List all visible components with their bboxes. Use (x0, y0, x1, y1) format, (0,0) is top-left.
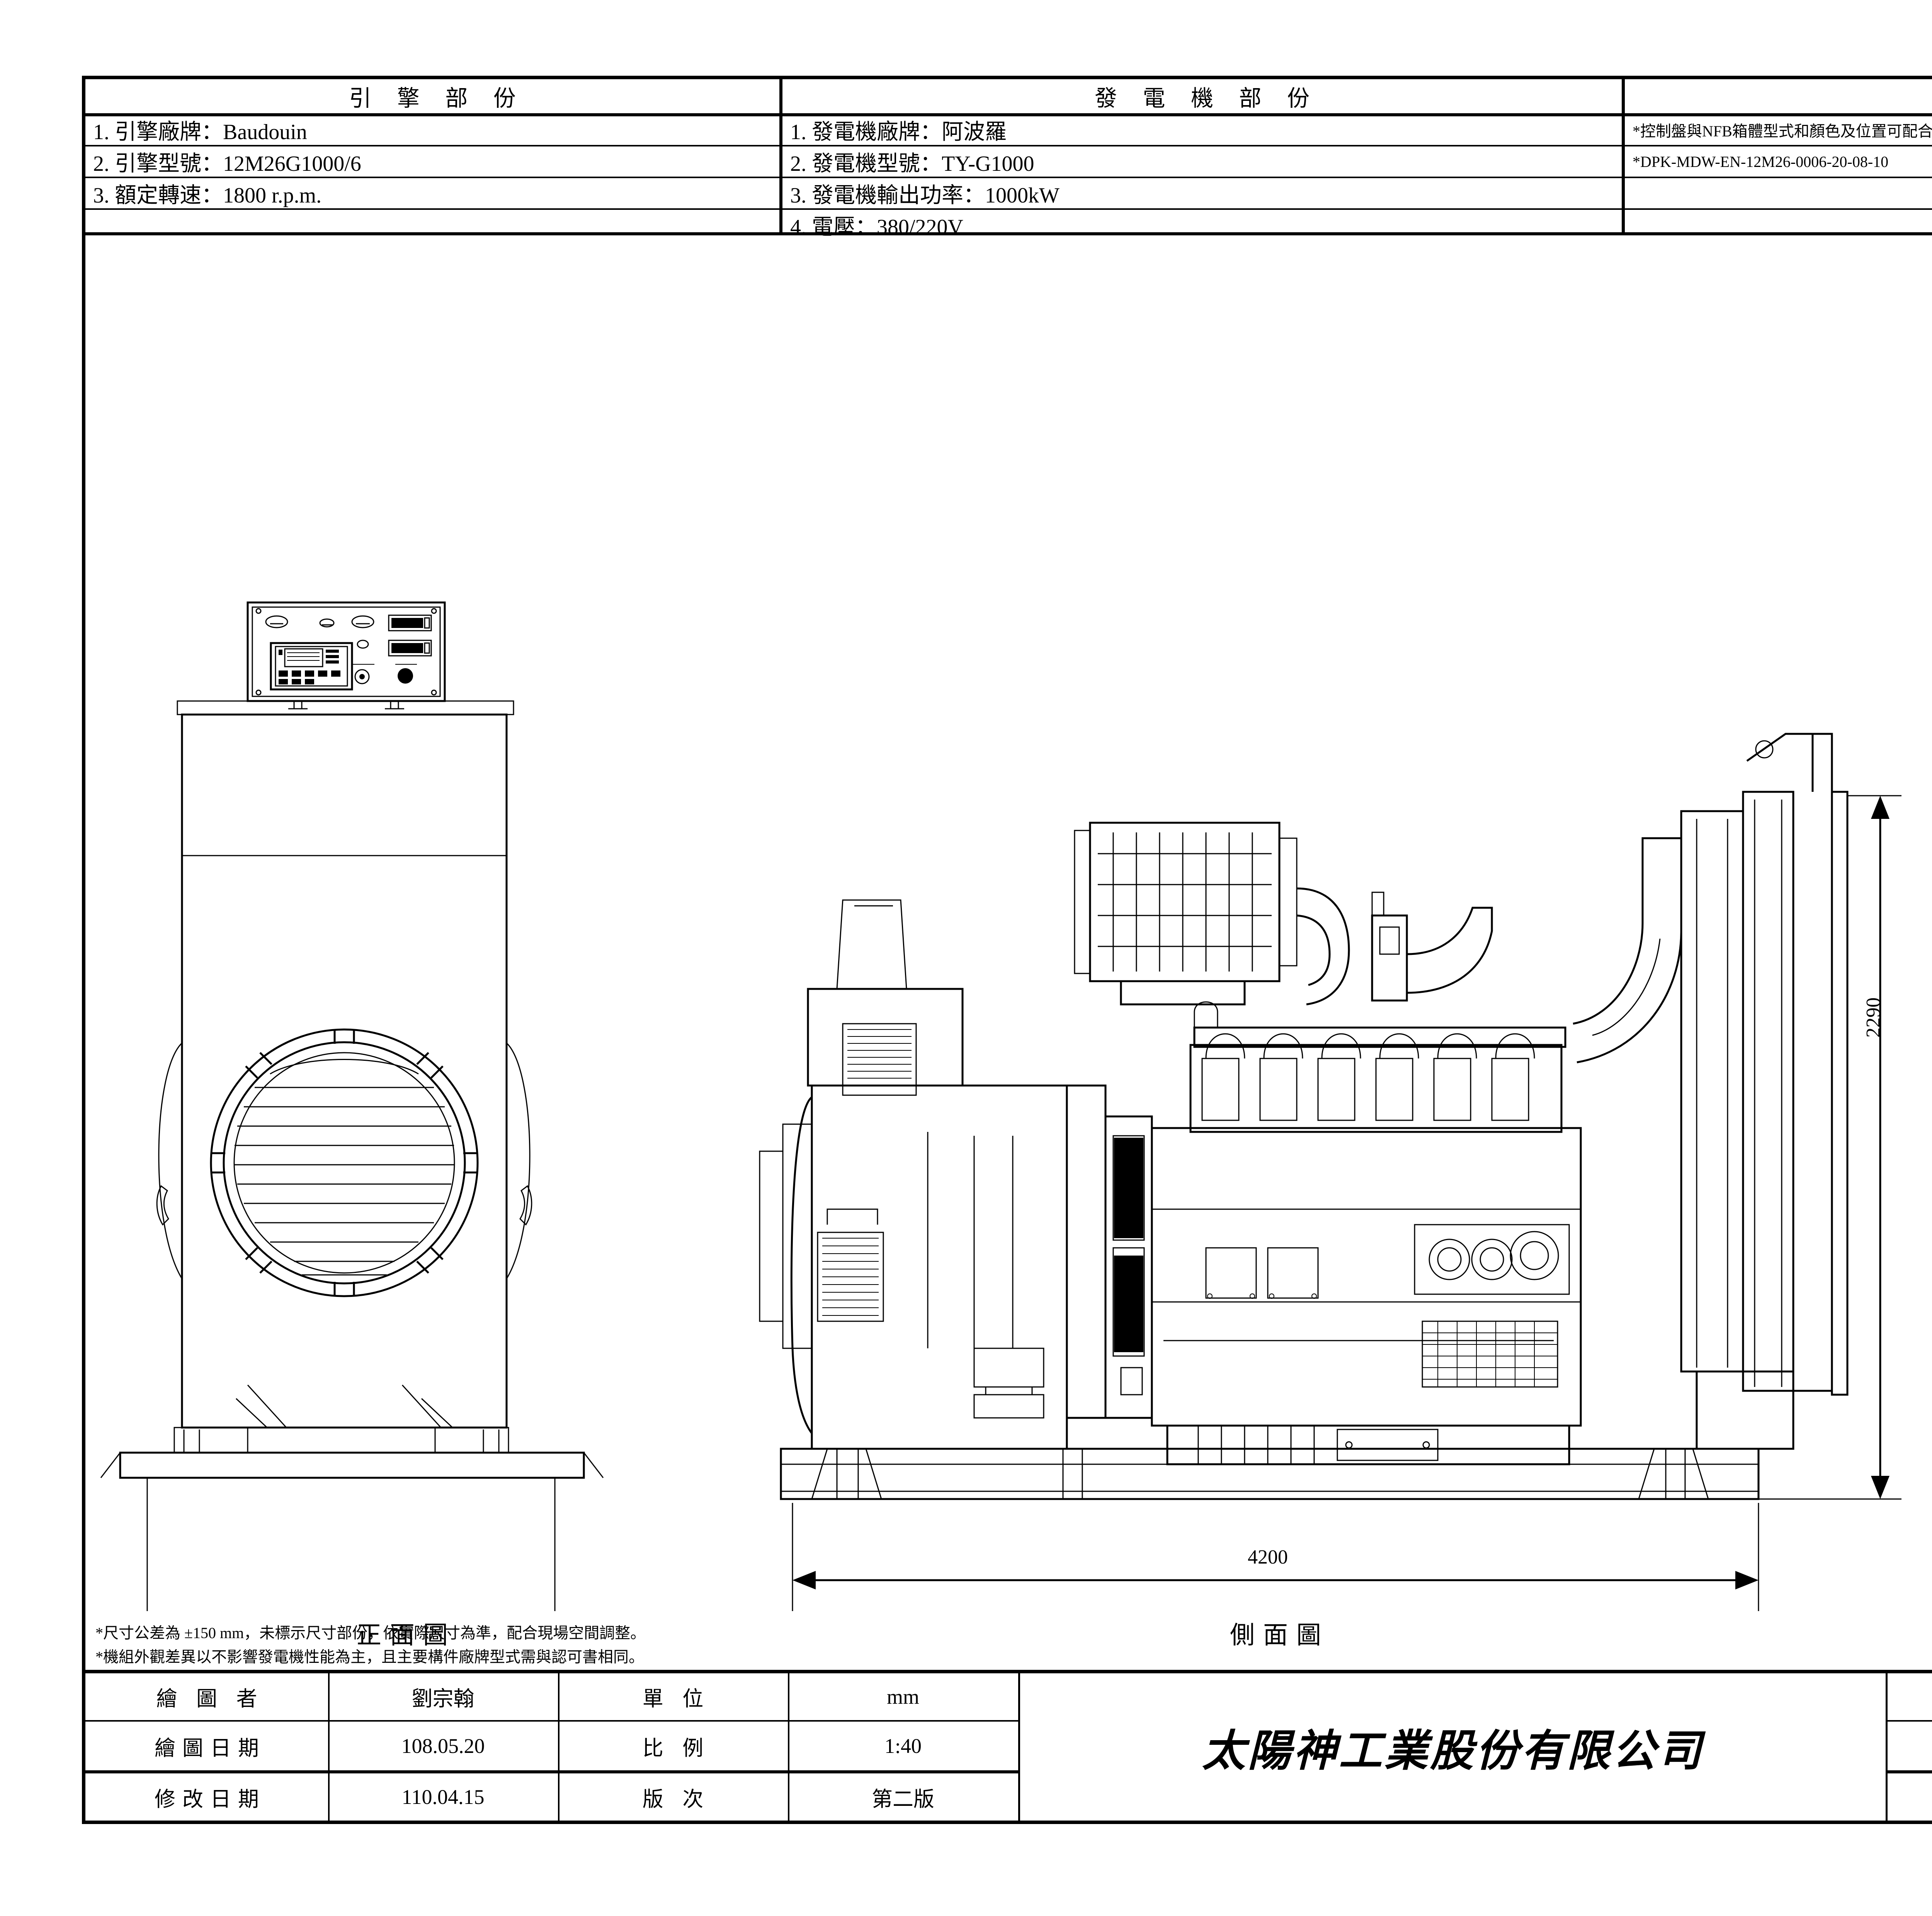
tb-label-drafter: 繪 圖 者 (156, 1687, 264, 1710)
drawing-frame: 引 擎 部 份 1. 引擎廠牌：Baudouin 2. 引擎型號：12M26G1… (82, 76, 1932, 1824)
spec-divider-2 (1622, 79, 1625, 234)
tb-label-draw-date: 繪圖日期 (155, 1736, 266, 1760)
side-view-geometry (759, 733, 1849, 1500)
drawing-views (100, 601, 1901, 1611)
spec-row: 1. 發電機廠牌：阿波羅 (790, 120, 1007, 144)
tb-label-revision-date: 修改日期 (155, 1787, 266, 1811)
note-line: *機組外觀差異以不影響發電機性能為主，且主要構件廠牌型式需與認可書相同。 (95, 1648, 644, 1666)
spec-header-alternator: 發 電 機 部 份 (1094, 86, 1320, 111)
tb-value-unit: mm (886, 1685, 919, 1708)
note-line: *尺寸公差為 ±150 mm，未標示尺寸部份，依實際尺寸為準，配合現場空間調整。 (95, 1624, 646, 1642)
dimension-label-unit-length: 4200 (1248, 1546, 1288, 1568)
spec-row (1625, 178, 1932, 208)
spec-row: 3. 額定轉速：1800 r.p.m. (93, 183, 322, 208)
spec-row: *DPK-MDW-EN-12M26-0006-20-08-10 (1633, 153, 1889, 170)
spec-divider-1 (779, 79, 782, 234)
spec-column-engine: 引 擎 部 份 1. 引擎廠牌：Baudouin 2. 引擎型號：12M26G1… (85, 79, 779, 234)
spec-column-alternator: 發 電 機 部 份 1. 發電機廠牌：阿波羅 2. 發電機型號：TY-G1000… (782, 79, 1622, 239)
title-block: 繪 圖 者 劉宗翰 單 位 mm 繪圖日期 108.05.20 比 例 1:40… (85, 1670, 1932, 1821)
tb-label-model: 機組型號 (1886, 1673, 1932, 1720)
spec-row: 3. 發電機輸出功率：1000kW (790, 183, 1060, 208)
tb-value-revision-date: 110.04.15 (401, 1785, 485, 1809)
spec-header-engine: 引 擎 部 份 (349, 86, 526, 111)
dimension-label-unit-height: 2290 (1862, 997, 1884, 1038)
specification-table: 引 擎 部 份 1. 引擎廠牌：Baudouin 2. 引擎型號：12M26G1… (85, 79, 1932, 239)
tb-value-drafter: 劉宗翰 (412, 1687, 474, 1710)
spec-row: *控制盤與NFB箱體型式和顏色及位置可配合現場需求裝置 (1633, 123, 1932, 140)
tb-value-draw-date: 108.05.20 (401, 1734, 485, 1758)
spec-row: 2. 發電機型號：TY-G1000 (790, 151, 1034, 176)
spec-header-remarks: 備 註 (1625, 79, 1932, 113)
caption-front-view: 正面圖 (357, 1622, 456, 1649)
tb-label-version: 版 次 (642, 1787, 711, 1811)
company-name: 太陽神工業股份有限公司 (1202, 1727, 1704, 1775)
tb-value-version: 第二版 (872, 1787, 934, 1811)
tb-label-drawing-name: 圖 名 (1886, 1773, 1932, 1821)
spec-row: 1. 引擎廠牌：Baudouin (93, 120, 307, 144)
caption-side-view: 側面圖 (1230, 1622, 1330, 1649)
tb-label-brand: 機組廠牌 (1886, 1722, 1932, 1770)
general-notes: *尺寸公差為 ±150 mm，未標示尺寸部份，依實際尺寸為準，配合現場空間調整。… (95, 1621, 646, 1669)
tb-label-scale: 比 例 (642, 1736, 711, 1760)
tb-label-unit: 單 位 (642, 1687, 711, 1710)
spec-column-remarks: 備 註 *控制盤與NFB箱體型式和顏色及位置可配合現場需求裝置 *DPK-MDW… (1625, 79, 1932, 234)
front-view-geometry (100, 601, 604, 1611)
spec-row: 2. 引擎型號：12M26G1000/6 (93, 151, 361, 176)
spec-table-bottom-rule (85, 232, 1932, 235)
tb-value-scale: 1:40 (884, 1734, 922, 1758)
dimension-lines (792, 795, 1901, 1611)
